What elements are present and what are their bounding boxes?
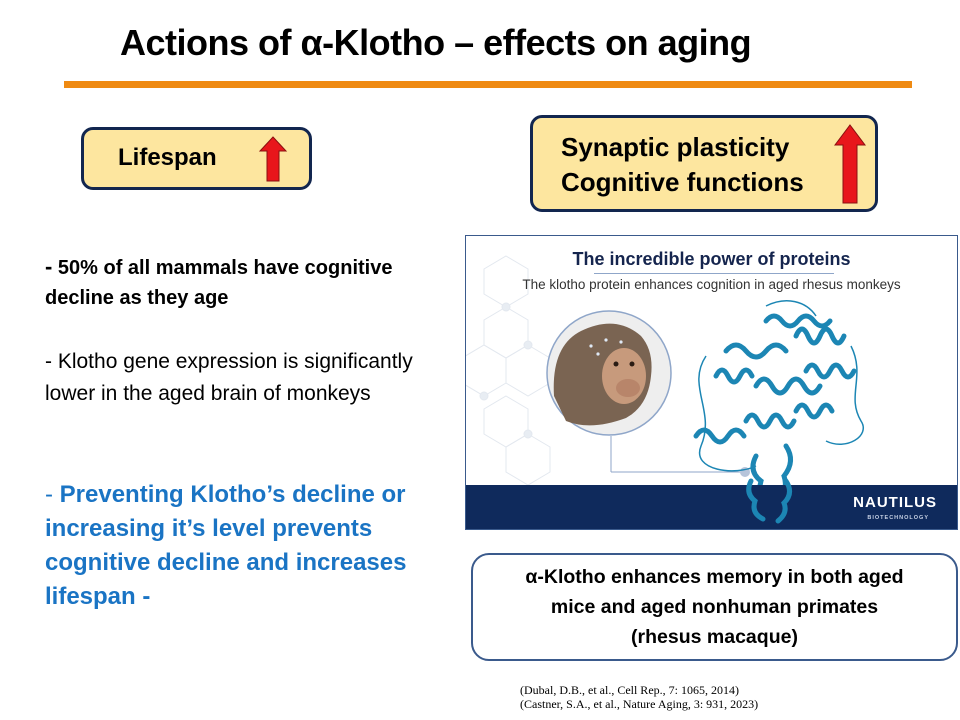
monkey-portrait-icon	[546, 310, 672, 436]
bullet-klotho-expression: - Klotho gene expression is significantl…	[45, 350, 413, 405]
lifespan-callout: Lifespan	[81, 127, 312, 190]
memory-line-2: mice and aged nonhuman primates	[550, 596, 879, 618]
memory-line-1: α-Klotho enhances memory in both aged	[525, 566, 904, 588]
figure-illustration	[466, 255, 864, 509]
bullet-preventing-klotho-decline: - Preventing Klotho’s decline or increas…	[45, 481, 407, 610]
klotho-monkey-protein-figure: The incredible power of proteins The klo…	[465, 235, 958, 530]
reference-castner: (Castner, S.A., et al., Nature Aging, 3:…	[520, 697, 759, 711]
lifespan-label: Lifespan	[118, 144, 217, 171]
reference-dubal: (Dubal, D.B., et al., Cell Rep., 7: 1065…	[520, 683, 739, 697]
references: (Dubal, D.B., et al., Cell Rep., 7: 1065…	[520, 683, 758, 711]
klotho-protein-structure-icon	[693, 313, 857, 509]
title-underline-divider	[64, 81, 912, 88]
bullet-mammals-cognitive-decline: - 50% of all mammals have cognitive decl…	[45, 254, 393, 309]
cognitive-functions-label: Cognitive functions	[561, 167, 804, 197]
nautilus-logo: NAUTILUS	[853, 494, 937, 511]
figure-title: The incredible power of proteins	[572, 249, 851, 269]
memory-enhancement-callout: α-Klotho enhances memory in both aged mi…	[471, 553, 958, 661]
memory-line-3: (rhesus macaque)	[631, 626, 798, 648]
synaptic-cognitive-callout: Synaptic plasticity Cognitive functions	[530, 115, 878, 212]
figure-title-underline	[594, 273, 834, 274]
nautilus-logo-subtitle: BIOTECHNOLOGY	[867, 515, 929, 521]
slide-title: Actions of α-Klotho – effects on aging	[120, 22, 752, 63]
up-arrow-icon	[258, 136, 288, 182]
figure-footer-band	[466, 485, 957, 529]
protein-overlap-decoration	[746, 478, 792, 524]
up-arrow-icon	[834, 124, 866, 204]
synaptic-plasticity-label: Synaptic plasticity	[561, 132, 790, 162]
figure-subtitle: The klotho protein enhances cognition in…	[522, 277, 901, 292]
